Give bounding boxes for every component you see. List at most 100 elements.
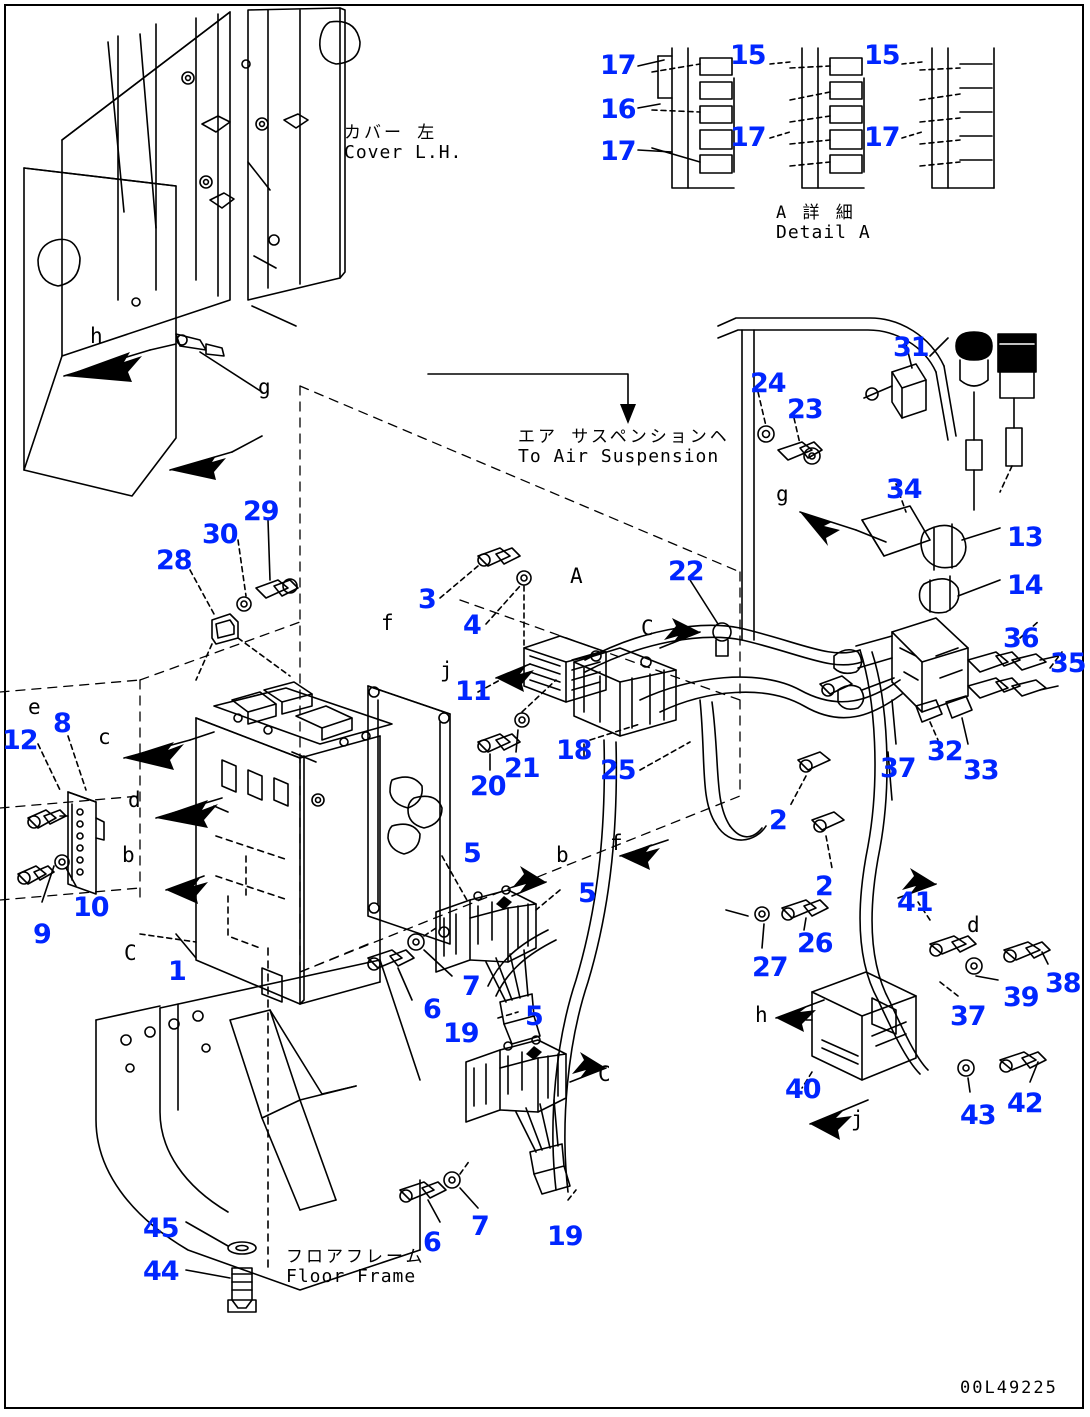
part-callout-5: 5 [463, 838, 482, 869]
bracket-hardware-28-30 [189, 519, 299, 681]
section-ref-C: C [598, 1062, 611, 1086]
part-callout-38: 38 [1045, 968, 1082, 999]
part-callout-6: 6 [423, 1227, 442, 1258]
floor-frame [95, 959, 421, 1291]
part-callout-36: 36 [1003, 623, 1040, 654]
section-ref-A: A [570, 564, 583, 588]
part-callout-13: 13 [1007, 522, 1044, 553]
section-ref-g: g [258, 375, 271, 399]
part-callout-34: 34 [886, 474, 923, 505]
label-cover-lh-jp: カバー 左 [344, 123, 438, 143]
relay-40-assembly [725, 868, 1051, 1140]
air-suspension-pointer [427, 373, 636, 424]
part-callout-2: 2 [769, 805, 788, 836]
section-ref-e: e [28, 695, 41, 719]
section-ref-j: j [851, 1107, 864, 1131]
cover-lh-assembly [23, 7, 361, 497]
part-callout-14: 14 [1007, 570, 1044, 601]
harness-clamps-item2 [789, 675, 897, 869]
part-callout-24: 24 [750, 368, 787, 399]
part-callout-1: 1 [168, 956, 187, 987]
part-callout-43: 43 [960, 1100, 997, 1131]
plug-caps-31 [929, 331, 1037, 511]
part-callout-5: 5 [525, 1001, 544, 1032]
section-ref-d: d [967, 913, 980, 937]
part-callout-21: 21 [504, 753, 541, 784]
part-callout-22: 22 [668, 556, 705, 587]
control-box-item1 [195, 681, 393, 1269]
label-air-suspension-jp: エア サスペンションヘ [518, 427, 730, 447]
part-callout-6: 6 [423, 994, 442, 1025]
label-detail-a-en: Detail A [776, 222, 871, 243]
part-callout-42: 42 [1007, 1088, 1044, 1119]
part-callout-27: 27 [752, 952, 789, 983]
part-callout-26: 26 [797, 928, 834, 959]
part-callout-12: 12 [2, 725, 39, 756]
part-callout-9: 9 [33, 919, 52, 950]
bracket-34-fittings [757, 343, 1001, 614]
wiring-harness-main [487, 317, 957, 1193]
part-callout-32: 32 [927, 736, 964, 767]
chassis-reference-lines [0, 385, 741, 973]
part-callout-41: 41 [897, 887, 934, 918]
part-callout-19: 19 [547, 1221, 584, 1252]
part-callout-18: 18 [556, 735, 593, 766]
section-ref-b: b [556, 843, 569, 867]
part-callout-25: 25 [600, 755, 637, 786]
section-ref-d: d [128, 788, 141, 812]
harness-clamp-22 [689, 579, 732, 657]
valve-block-assembly [833, 617, 1063, 745]
section-ref-h: h [90, 324, 103, 348]
label-floor-frame-en: Floor Frame [286, 1266, 417, 1287]
label-air-suspension-en: To Air Suspension [518, 446, 720, 467]
section-ref-g: g [776, 482, 789, 506]
part-callout-29: 29 [243, 496, 280, 527]
part-callout-11: 11 [455, 676, 492, 707]
detail-a-blocks [637, 47, 995, 189]
section-ref-b: b [122, 843, 135, 867]
part-callout-20: 20 [470, 771, 507, 802]
part-callout-3: 3 [418, 584, 437, 615]
part-callout-17: 17 [600, 136, 637, 167]
part-callout-40: 40 [785, 1074, 822, 1105]
label-cover-lh-en: Cover L.H. [344, 142, 463, 163]
section-ref-j: j [440, 658, 453, 682]
part-callout-30: 30 [202, 519, 239, 550]
part-callout-10: 10 [73, 892, 110, 923]
control-box-cover [367, 685, 451, 945]
part-callout-8: 8 [53, 708, 72, 739]
relay-box-item18 [573, 618, 701, 870]
part-callout-39: 39 [1003, 982, 1040, 1013]
part-callout-17: 17 [730, 122, 767, 153]
part-callout-15: 15 [730, 40, 767, 71]
ribbon-connector-item11 [439, 547, 607, 771]
part-callout-15: 15 [864, 40, 901, 71]
part-callout-4: 4 [463, 610, 482, 641]
fuse-block-lower [399, 1035, 607, 1223]
fuse-block-upper [367, 855, 561, 1045]
label-detail-a: A 詳 細 Detail A [776, 204, 871, 243]
part-callout-17: 17 [864, 122, 901, 153]
section-ref-h: h [755, 1003, 768, 1027]
part-callout-19: 19 [443, 1018, 480, 1049]
label-air-suspension: エア サスペンションヘ To Air Suspension [518, 428, 730, 467]
part-callout-33: 33 [963, 755, 1000, 786]
part-callout-23: 23 [787, 394, 824, 425]
section-ref-f: f [610, 831, 623, 855]
section-ref-C: C [124, 941, 137, 965]
part-callout-28: 28 [156, 545, 193, 576]
drawing-border [4, 4, 1084, 1409]
part-callout-37: 37 [950, 1001, 987, 1032]
part-callout-37: 37 [880, 753, 917, 784]
part-callout-16: 16 [600, 94, 637, 125]
part-callout-44: 44 [143, 1256, 180, 1287]
drawing-number: 00L49225 [960, 1378, 1058, 1398]
part-callout-7: 7 [471, 1211, 490, 1242]
part-callout-35: 35 [1050, 648, 1087, 679]
label-floor-frame: フロアフレーム Floor Frame [286, 1248, 426, 1287]
label-cover-lh: カバー 左 Cover L.H. [344, 124, 462, 163]
part-callout-31: 31 [893, 332, 930, 363]
part-callout-45: 45 [143, 1213, 180, 1244]
